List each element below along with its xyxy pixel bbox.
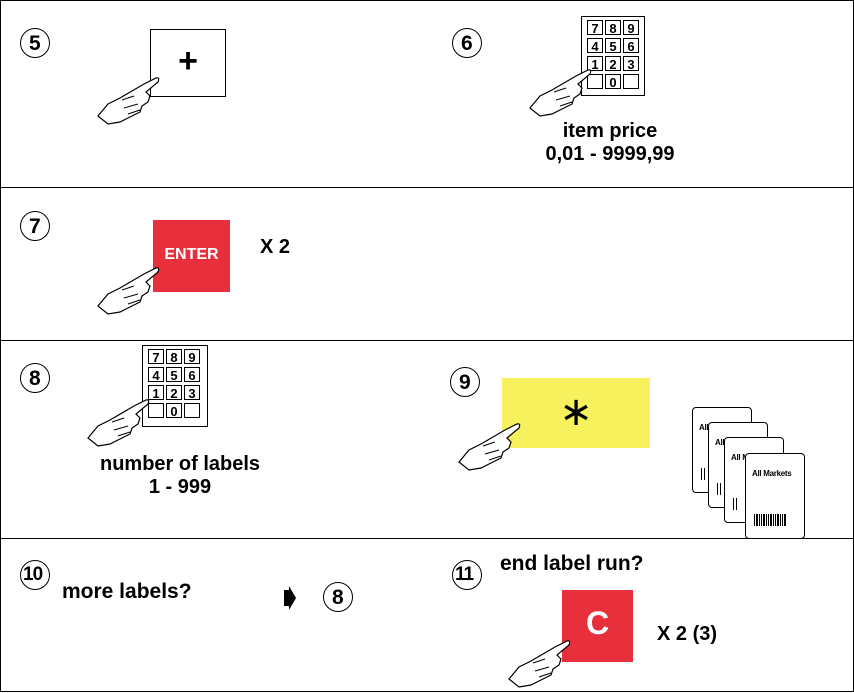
key[interactable]: 1	[148, 385, 164, 401]
ticket-title: All Markets	[752, 469, 792, 478]
key[interactable]: 3	[623, 56, 639, 72]
key[interactable]: 5	[605, 38, 621, 54]
step-number-circle	[20, 560, 50, 590]
pointing-hand-icon	[458, 423, 521, 471]
step-number-circle	[20, 28, 50, 58]
step-number-circle	[452, 28, 482, 58]
key[interactable]: 0	[166, 403, 182, 419]
key[interactable]: 8	[166, 349, 182, 365]
key[interactable]: 1	[587, 56, 603, 72]
step-number: 6	[461, 32, 473, 55]
pointing-hand-icon	[529, 69, 592, 117]
key[interactable]: 2	[605, 56, 621, 72]
step-number-circle	[452, 560, 482, 590]
step-number: 7	[29, 215, 41, 238]
clear-key-label: C	[585, 605, 610, 641]
arrow-right-icon	[284, 586, 296, 610]
end-label-run-question: end label run?	[500, 552, 644, 575]
pointing-hand-icon	[97, 267, 160, 315]
barcode-icon	[717, 483, 721, 495]
key[interactable]	[623, 74, 639, 89]
step-number: 9	[459, 371, 471, 394]
row-divider-2	[0, 340, 854, 341]
key[interactable]: 5	[166, 367, 182, 383]
numeric-keypad[interactable]: 7 8 9 4 5 6 1 2 3 0	[142, 345, 208, 427]
row-divider-1	[0, 187, 854, 188]
print-key[interactable]: ∗	[502, 378, 650, 448]
goto-step-circle	[323, 582, 353, 612]
step-number-circle	[450, 367, 480, 397]
barcode-icon	[754, 514, 786, 526]
plus-key[interactable]: +	[150, 29, 226, 97]
enter-key[interactable]: ENTER	[153, 220, 230, 292]
key[interactable]: 4	[587, 38, 603, 54]
key[interactable]: 6	[184, 367, 200, 383]
caption-number-of-labels: number of labels	[99, 453, 261, 475]
step-number: 8	[29, 367, 41, 390]
key[interactable]: 9	[184, 349, 200, 365]
row-divider-3	[0, 538, 854, 539]
pointing-hand-icon	[508, 640, 571, 688]
goto-step-number: 8	[332, 586, 344, 609]
plus-key-label: +	[178, 42, 198, 80]
key[interactable]: 6	[623, 38, 639, 54]
repeat-count: X 2	[260, 236, 291, 258]
step-number: 11	[455, 564, 474, 585]
barcode-icon	[701, 468, 705, 480]
key[interactable]: 4	[148, 367, 164, 383]
repeat-count: X 2 (3)	[657, 623, 718, 645]
step-number-circle	[20, 211, 50, 241]
key[interactable]: 2	[166, 385, 182, 401]
key[interactable]: 3	[184, 385, 200, 401]
enter-key-label: ENTER	[164, 246, 219, 263]
key[interactable]	[184, 403, 200, 418]
step-number: 5	[29, 32, 41, 55]
clear-key[interactable]: C	[562, 590, 633, 662]
pointing-hand-icon	[97, 77, 160, 125]
caption-item-price: item price	[562, 120, 658, 142]
key[interactable]: 7	[587, 20, 603, 36]
step-number: 10	[23, 564, 43, 585]
caption-label-range: 1 - 999	[148, 476, 212, 498]
key[interactable]	[587, 74, 603, 89]
asterisk-key-label: ∗	[559, 389, 593, 435]
key[interactable]: 9	[623, 20, 639, 36]
numeric-keypad[interactable]: 7 8 9 4 5 6 1 2 3 0	[581, 16, 645, 96]
step-number-circle	[20, 363, 50, 393]
caption-price-range: 0,01 - 9999,99	[545, 143, 675, 165]
key[interactable]: 7	[148, 349, 164, 365]
key[interactable]	[148, 403, 164, 418]
more-labels-question: more labels?	[62, 580, 192, 603]
barcode-icon	[733, 498, 737, 510]
key[interactable]: 0	[605, 74, 621, 90]
key[interactable]: 8	[605, 20, 621, 36]
pointing-hand-icon	[87, 399, 150, 447]
label-ticket: All Markets	[745, 453, 805, 539]
